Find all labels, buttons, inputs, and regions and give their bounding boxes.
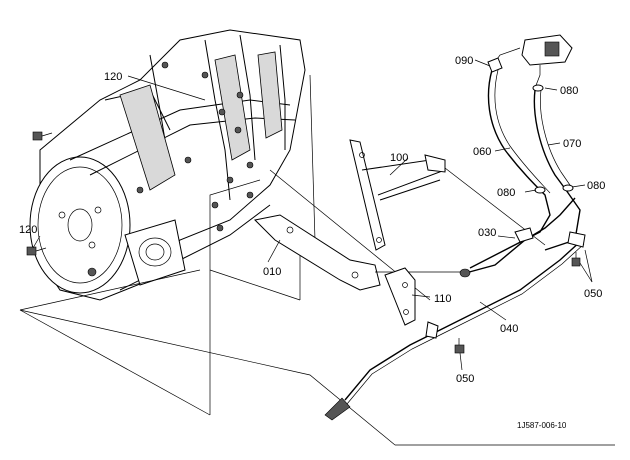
- part-label-070: 070: [563, 138, 581, 150]
- part-label-080-top: 080: [560, 85, 578, 97]
- part-label-080-mid: 080: [497, 187, 515, 199]
- part-label-120-left: 120: [19, 224, 37, 236]
- part-label-110: 110: [434, 293, 452, 305]
- part-label-040: 040: [500, 323, 518, 335]
- pipe-040: [324, 231, 586, 421]
- part-label-080-right: 080: [587, 180, 605, 192]
- bolt-top-left: [32, 131, 53, 141]
- bracket-100: [349, 139, 546, 251]
- clips-080: [532, 84, 574, 194]
- bracket-010: [253, 214, 460, 291]
- part-label-030: 030: [478, 227, 496, 239]
- bracket-110: [384, 267, 416, 326]
- bolt-120-left: [26, 246, 47, 256]
- bolt-050-lower: [454, 338, 465, 354]
- pipe-030: [459, 197, 576, 278]
- hose-070: [533, 89, 581, 251]
- bolt-050-upper: [571, 252, 581, 267]
- part-label-050-bottom: 050: [456, 373, 474, 385]
- dpf-assembly: [26, 29, 306, 301]
- drawing-code: 1J587-006-10: [517, 421, 567, 430]
- pressure-sensor: [487, 34, 573, 89]
- part-label-090: 090: [455, 55, 473, 67]
- part-label-120-top: 120: [104, 71, 122, 83]
- hose-060: [469, 69, 551, 269]
- part-label-060: 060: [473, 146, 491, 158]
- part-label-010: 010: [263, 266, 281, 278]
- part-labels: 120 120 100 010 110 090 080 060 070 080 …: [19, 55, 605, 430]
- part-label-050-right: 050: [584, 288, 602, 300]
- part-label-100: 100: [390, 152, 408, 164]
- leader-lines: [32, 59, 593, 371]
- bolts-050: [454, 252, 581, 354]
